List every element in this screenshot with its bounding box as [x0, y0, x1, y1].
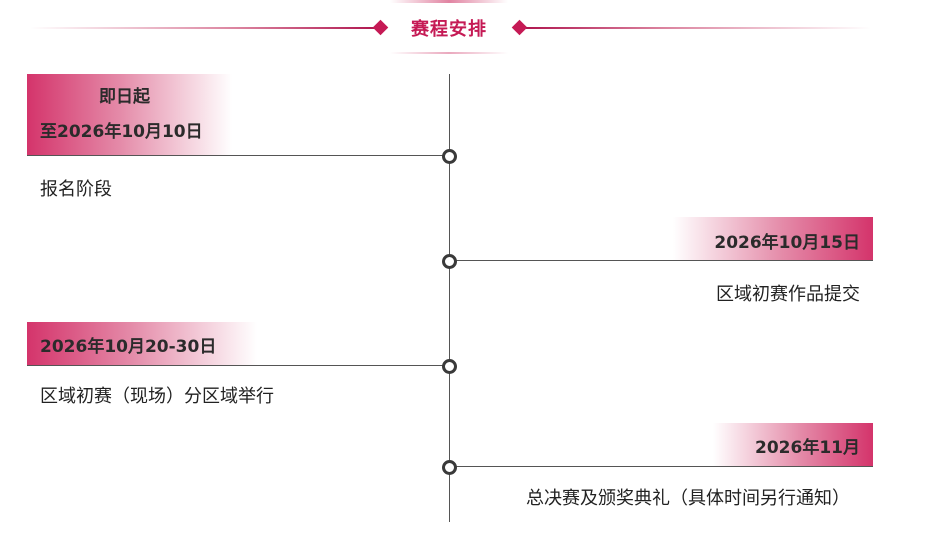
event-connector	[27, 155, 449, 156]
timeline-node	[442, 254, 457, 269]
event-description: 报名阶段	[40, 179, 112, 200]
header-bar-bottom	[390, 52, 508, 54]
event-date: 2026年10月20-30日	[40, 337, 217, 357]
event-date-box: 2026年10月15日	[673, 217, 873, 261]
header-bar-top	[390, 0, 508, 3]
event-date-line2: 至2026年10月10日	[40, 122, 203, 142]
event-description: 区域初赛作品提交	[716, 284, 860, 305]
event-date: 2026年11月	[755, 438, 860, 458]
section-title: 赛程安排	[411, 19, 487, 40]
event-date: 2026年10月15日	[714, 233, 860, 253]
event-date-box: 2026年11月	[713, 423, 873, 467]
header-divider-left	[30, 27, 375, 29]
event-date-box: 2026年10月20-30日	[27, 322, 257, 366]
timeline-node	[442, 359, 457, 374]
diamond-left-icon	[372, 19, 389, 36]
event-date-box: 即日起 至2026年10月10日	[27, 74, 232, 156]
timeline-node	[442, 149, 457, 164]
event-description: 区域初赛（现场）分区域举行	[40, 386, 274, 407]
event-connector	[450, 466, 873, 467]
timeline-axis	[449, 74, 450, 522]
event-connector	[27, 365, 449, 366]
timeline-node	[442, 460, 457, 475]
section-header: 赛程安排	[390, 0, 508, 54]
header-divider-right	[526, 27, 871, 29]
event-description: 总决赛及颁奖典礼（具体时间另行通知）	[526, 488, 850, 509]
diamond-right-icon	[511, 19, 528, 36]
event-date-line1: 即日起	[99, 87, 150, 107]
event-connector	[450, 260, 873, 261]
